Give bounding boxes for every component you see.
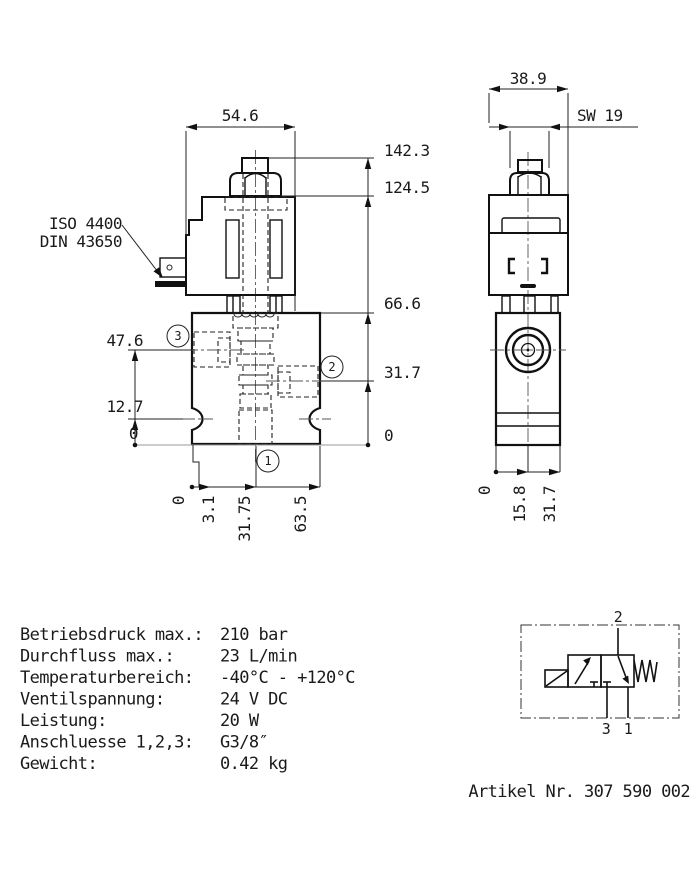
port-2-label: 2 [328, 360, 335, 374]
mold-mark-right-icon [541, 257, 549, 275]
connector-standard-callout: ISO 4400 DIN 43650 [40, 214, 163, 278]
dim-47-6: 47.6 [106, 331, 143, 350]
spec-value-3: 24 V DC [220, 690, 287, 710]
dim-left-chain: 47.6 12.7 0 [106, 331, 192, 445]
spec-label-2: Temperaturbereich: [20, 668, 193, 688]
dim-height-chain: 142.3 124.5 66.6 31.7 0 [132, 141, 430, 448]
dim-s15-8: 15.8 [510, 486, 529, 523]
port-3-hidden [184, 331, 245, 368]
iso-label: ISO 4400 [49, 214, 122, 233]
dim-31-7: 31.7 [384, 363, 421, 382]
dim-38-9: 38.9 [510, 69, 547, 88]
dim-s31-7: 31.7 [540, 486, 559, 523]
flow-path-left [574, 657, 591, 685]
hex-nut-side [509, 172, 550, 196]
symbol-border [520, 624, 680, 719]
connector-flange [155, 281, 186, 287]
dim-b31-75: 31.75 [235, 496, 254, 542]
dim-width-side: 38.9 [488, 69, 569, 194]
dim-sw19: SW 19 [577, 106, 623, 125]
spec-label-5: Anschluesse 1,2,3: [20, 733, 193, 753]
spec-value-4: 20 W [220, 711, 260, 731]
din-label: DIN 43650 [40, 232, 122, 251]
mold-mark-left-icon [507, 257, 515, 275]
dim-b63-5: 63.5 [291, 496, 310, 533]
spec-label-6: Gewicht: [20, 754, 97, 774]
manifold-block [190, 311, 322, 446]
spec-table: Betriebsdruck max.: 210 bar Durchfluss m… [20, 625, 355, 774]
spec-value-2: -40°C - +120°C [220, 668, 355, 688]
dim-12-7: 12.7 [106, 397, 143, 416]
blocked-port-symbols [590, 681, 611, 687]
spec-label-1: Durchfluss max.: [20, 647, 174, 667]
mold-dash-icon [520, 284, 536, 288]
thread-scallop [233, 313, 275, 318]
dim-b3-1: 3.1 [199, 496, 218, 523]
stem-side [517, 159, 543, 173]
side-view: 38.9 SW 19 0 15.8 31.7 [475, 69, 638, 523]
spec-value-6: 0.42 kg [220, 754, 287, 774]
dim-bottom-chain-side: 0 15.8 31.7 [475, 446, 561, 523]
dim-wrench: SW 19 [489, 106, 638, 168]
dim-0-left: 0 [129, 424, 138, 443]
spec-label-4: Leistung: [20, 711, 107, 731]
coil-side [488, 194, 569, 314]
coil-slot-left [225, 219, 240, 279]
hydraulic-symbol: 2 3 1 [520, 608, 680, 738]
spec-label-0: Betriebsdruck max.: [20, 625, 203, 645]
dim-124-5: 124.5 [384, 178, 430, 197]
symbol-port-1-label: 1 [624, 720, 633, 738]
dim-54-6: 54.6 [222, 106, 259, 125]
symbol-port-2-label: 2 [614, 608, 623, 626]
spec-label-3: Ventilspannung: [20, 690, 165, 710]
dim-142-3: 142.3 [384, 141, 430, 160]
port-1-label: 1 [264, 454, 271, 468]
din-connector [155, 257, 187, 287]
front-dimensions: 54.6 142.3 124.5 66.6 31.7 0 [106, 106, 430, 542]
dim-b0: 0 [169, 496, 188, 505]
side-port-center [526, 348, 530, 352]
dim-width-front: 54.6 [185, 106, 296, 311]
solenoid-coil [185, 196, 296, 296]
port-balloon-1: 1 [256, 449, 280, 473]
leader-arrow-icon [153, 267, 163, 278]
spec-value-0: 210 bar [220, 625, 288, 645]
symbol-port-3-label: 3 [602, 720, 611, 738]
spec-value-1: 23 L/min [220, 647, 297, 667]
adjustment-stem [241, 157, 269, 174]
port-3-label: 3 [174, 329, 181, 343]
coil-slot-right [269, 219, 283, 279]
block-side [490, 311, 566, 447]
armature-tube-hidden [224, 174, 288, 312]
hex-nut-front [229, 172, 282, 197]
article-number: Artikel Nr. 307 590 002 [468, 782, 690, 802]
front-view: 3 2 1 ISO 4400 DIN 43650 [40, 150, 344, 473]
port-balloon-3: 3 [166, 324, 190, 348]
dim-0-right: 0 [384, 426, 393, 445]
dim-66-6: 66.6 [384, 294, 421, 313]
dim-s0: 0 [475, 486, 494, 495]
spring-symbol [633, 659, 658, 683]
spec-value-5: G3/8″ [220, 733, 268, 753]
connector-pin-icon [166, 264, 173, 271]
port-balloon-2: 2 [320, 355, 344, 379]
solenoid-symbol [544, 669, 569, 688]
dim-bottom-chain-front: 0 3.1 31.75 63.5 [169, 445, 321, 542]
flow-path-right [617, 655, 629, 684]
cartridge-hidden [232, 312, 279, 445]
